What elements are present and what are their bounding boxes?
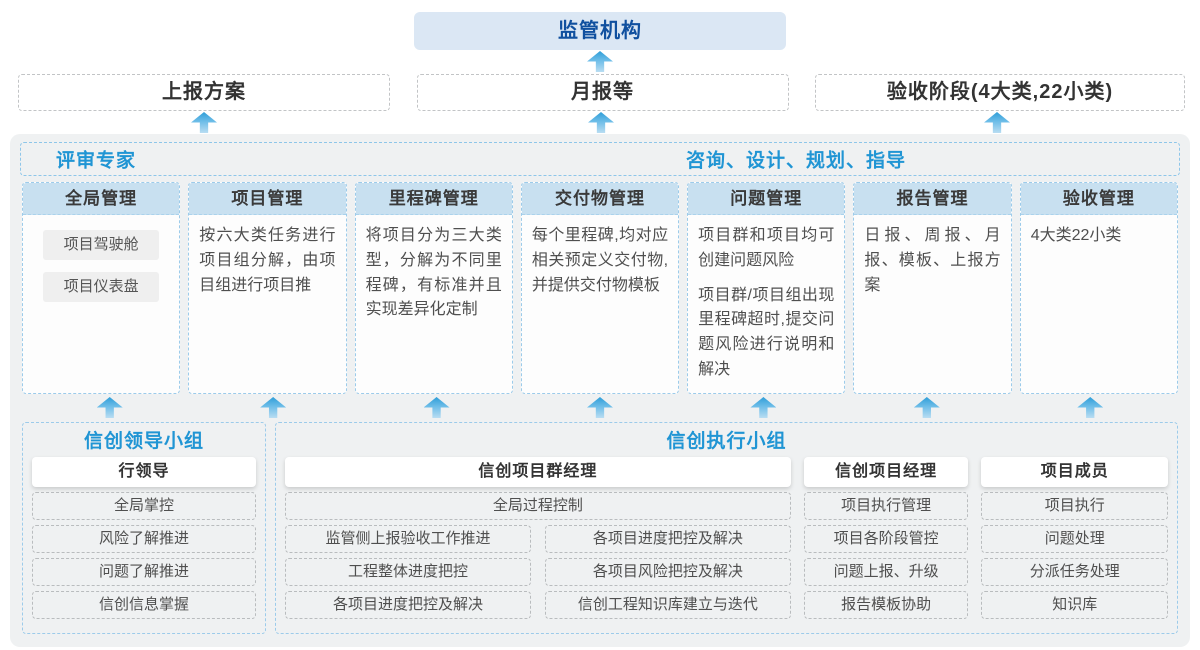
review-experts-label: 评审专家 — [56, 150, 137, 172]
arrows-to-outputs — [0, 112, 1200, 133]
regulator-box: 监管机构 — [414, 12, 786, 50]
duty-item: 分派任务处理 — [981, 558, 1168, 586]
output-box-acceptance-phase: 验收阶段(4大类,22小类) — [815, 74, 1185, 111]
duty-item: 问题处理 — [981, 525, 1168, 553]
up-arrow-icon — [1077, 397, 1104, 418]
column-title: 全局管理 — [23, 183, 180, 215]
column-title: 里程碑管理 — [355, 183, 512, 215]
column-deliverable-management: 交付物管理 每个里程碑,均对应相关预定义交付物,并提供交付物模板 — [520, 182, 680, 394]
column-body: 每个里程碑,均对应相关预定义交付物,并提供交付物模板 — [522, 215, 678, 307]
execution-sections: 信创项目群经理 全局过程控制 监管侧上报验收工作推进 工程整体进度把控 各项目进… — [285, 457, 1168, 619]
column-body: 日报、周报、月报、模板、上报方案 — [854, 215, 1010, 307]
output-box-monthly-report: 月报等 — [416, 74, 789, 111]
duty-item: 信创信息掌握 — [32, 591, 256, 619]
up-arrow-icon — [587, 51, 613, 72]
duty-item: 各项目风险把控及解决 — [544, 558, 791, 586]
duty-item: 问题了解推进 — [32, 558, 256, 586]
duty-item: 信创工程知识库建立与迭代 — [544, 591, 791, 619]
column-body: 项目驾驶舱 项目仪表盘 — [23, 215, 179, 311]
project-manager-section: 信创项目经理 项目执行管理 项目各阶段管控 问题上报、升级 报告模板协助 — [803, 457, 969, 619]
program-manager-section: 信创项目群经理 全局过程控制 监管侧上报验收工作推进 工程整体进度把控 各项目进… — [285, 457, 791, 619]
duty-item: 项目执行管理 — [803, 492, 969, 520]
column-text: 按六大类任务进行项目组分解，由项目组进行项目推 — [199, 227, 336, 294]
column-text: 将项目分为三大类型，分解为不同里程碑，有标准并且实现差异化定制 — [365, 227, 502, 319]
column-body: 4大类22小类 — [1021, 215, 1177, 258]
column-milestone-management: 里程碑管理 将项目分为三大类型，分解为不同里程碑，有标准并且实现差异化定制 — [354, 182, 513, 394]
column-title: 验收管理 — [1020, 183, 1177, 215]
consulting-design-label: 咨询、设计、规划、指导 — [686, 150, 907, 172]
diagram-page: 监管机构 上报方案 月报等 验收阶段(4大类,22小类) 评审专家 咨询、设计、… — [0, 12, 1200, 650]
up-arrow-icon — [913, 397, 940, 418]
column-text: 项目群和项目均可创建问题风险 — [698, 227, 835, 269]
up-arrow-icon — [260, 397, 287, 418]
column-title: 问题管理 — [688, 183, 845, 215]
leadership-group-title: 信创领导小组 — [83, 431, 204, 452]
arrow-to-regulator — [0, 51, 1200, 72]
expert-bar: 评审专家 咨询、设计、规划、指导 — [20, 142, 1180, 176]
column-acceptance-management: 验收管理 4大类22小类 — [1019, 182, 1178, 394]
output-box-report-plan: 上报方案 — [18, 74, 390, 111]
duty-item: 全局掌控 — [32, 492, 256, 520]
arrows-to-columns — [20, 394, 1180, 420]
up-arrow-icon — [588, 112, 614, 133]
role-project-manager: 信创项目经理 — [803, 457, 969, 487]
column-title: 项目管理 — [189, 183, 346, 215]
platform-container: 评审专家 咨询、设计、规划、指导 全局管理 项目驾驶舱 项目仪表盘 项目管理 按… — [10, 134, 1190, 647]
column-project-management: 项目管理 按六大类任务进行项目组分解，由项目组进行项目推 — [188, 182, 347, 394]
duty-item: 各项目进度把控及解决 — [285, 591, 531, 619]
duty-item: 监管侧上报验收工作推进 — [285, 525, 531, 553]
column-text: 日报、周报、月报、模板、上报方案 — [864, 227, 1001, 294]
column-body: 项目群和项目均可创建问题风险 项目群/项目组出现里程碑超时,提交问题风险进行说明… — [688, 215, 844, 392]
column-title: 交付物管理 — [521, 183, 679, 215]
duty-item: 项目各阶段管控 — [803, 525, 969, 553]
execution-group-title: 信创执行小组 — [666, 431, 787, 452]
column-body: 将项目分为三大类型，分解为不同里程碑，有标准并且实现差异化定制 — [356, 215, 512, 332]
up-arrow-icon — [423, 397, 450, 418]
column-title: 报告管理 — [854, 183, 1011, 215]
column-text: 每个里程碑,均对应相关预定义交付物,并提供交付物模板 — [531, 227, 669, 294]
duty-item: 各项目进度把控及解决 — [544, 525, 791, 553]
management-columns: 全局管理 项目驾驶舱 项目仪表盘 项目管理 按六大类任务进行项目组分解，由项目组… — [20, 182, 1180, 394]
role-bank-leaders: 行领导 — [32, 457, 256, 487]
program-manager-duty-grid: 监管侧上报验收工作推进 工程整体进度把控 各项目进度把控及解决 各项目进度把控及… — [285, 520, 791, 619]
output-row: 上报方案 月报等 验收阶段(4大类,22小类) — [0, 74, 1200, 111]
project-cockpit-chip: 项目驾驶舱 — [43, 230, 160, 260]
up-arrow-icon — [96, 397, 123, 418]
role-program-manager: 信创项目群经理 — [285, 457, 791, 487]
execution-group: 信创执行小组 信创项目群经理 全局过程控制 监管侧上报验收工作推进 工程整体进度… — [275, 422, 1178, 634]
duty-item: 报告模板协助 — [803, 591, 969, 619]
column-text: 4大类22小类 — [1030, 227, 1122, 244]
project-dashboard-chip: 项目仪表盘 — [43, 272, 160, 302]
column-text: 项目群/项目组出现里程碑超时,提交问题风险进行说明和解决 — [698, 286, 835, 378]
up-arrow-icon — [191, 112, 217, 133]
column-issue-management: 问题管理 项目群和项目均可创建问题风险 项目群/项目组出现里程碑超时,提交问题风… — [687, 182, 846, 394]
duty-item: 风险了解推进 — [32, 525, 256, 553]
duty-item: 问题上报、升级 — [803, 558, 969, 586]
duty-item: 工程整体进度把控 — [285, 558, 531, 586]
duty-item: 全局过程控制 — [285, 492, 791, 520]
role-project-member: 项目成员 — [981, 457, 1168, 487]
column-report-management: 报告管理 日报、周报、月报、模板、上报方案 — [853, 182, 1012, 394]
duty-item: 项目执行 — [981, 492, 1168, 520]
column-body: 按六大类任务进行项目组分解，由项目组进行项目推 — [189, 215, 345, 307]
duty-item: 知识库 — [981, 591, 1168, 619]
up-arrow-icon — [586, 397, 613, 418]
up-arrow-icon — [984, 112, 1010, 133]
column-global-management: 全局管理 项目驾驶舱 项目仪表盘 — [22, 182, 181, 394]
project-member-section: 项目成员 项目执行 问题处理 分派任务处理 知识库 — [981, 457, 1168, 619]
up-arrow-icon — [750, 397, 777, 418]
leadership-group: 信创领导小组 行领导 全局掌控 风险了解推进 问题了解推进 信创信息掌握 — [22, 422, 266, 634]
teams-row: 信创领导小组 行领导 全局掌控 风险了解推进 问题了解推进 信创信息掌握 信创执… — [20, 422, 1180, 634]
